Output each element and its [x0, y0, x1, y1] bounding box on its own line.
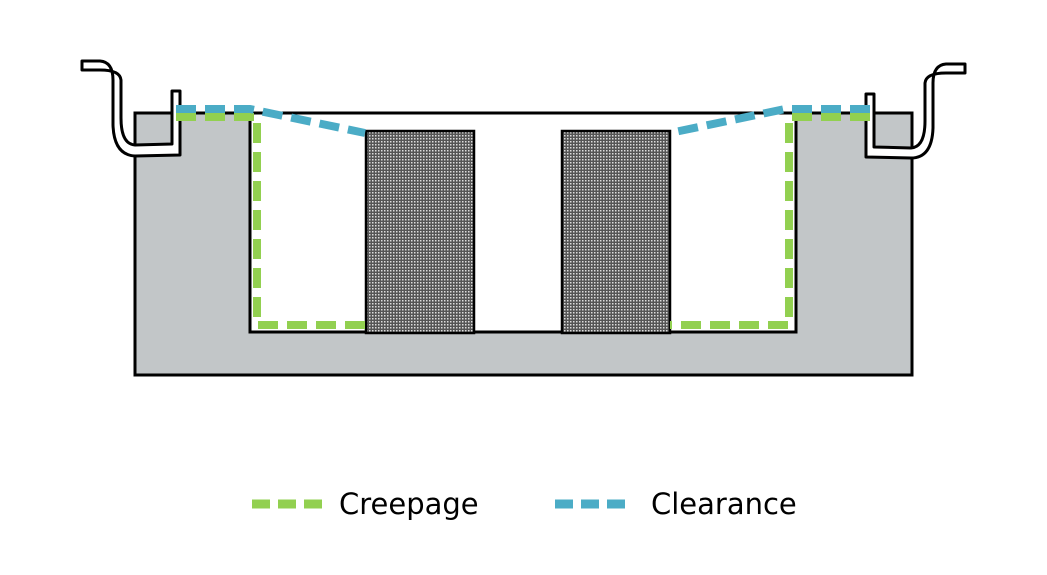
creepage-path [176, 113, 870, 329]
creepage-legend-label: Creepage [339, 487, 479, 521]
clearance-path-right [669, 105, 870, 137]
clearance-legend-label: Clearance [651, 487, 797, 521]
clearance-path-left [176, 105, 366, 137]
package-body [133, 111, 914, 377]
creepage-path-right [670, 113, 870, 329]
left-conductor-pad [364, 129, 476, 335]
creepage-path-left [176, 113, 366, 329]
left-lead [80, 59, 182, 158]
clearance-path [176, 105, 870, 137]
right-conductor-pad [560, 129, 672, 335]
legend: Creepage Clearance [252, 487, 797, 521]
right-lead [864, 62, 967, 160]
